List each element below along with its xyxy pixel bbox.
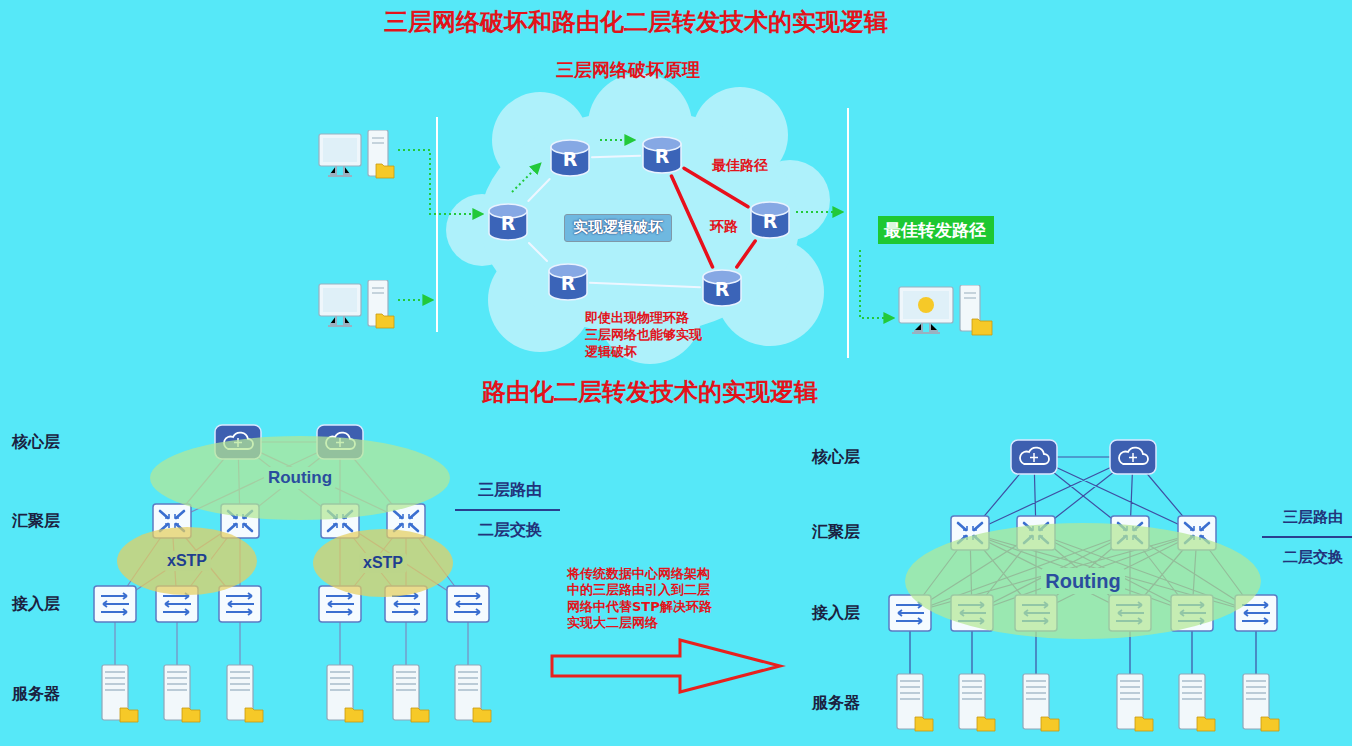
loop-link xyxy=(737,241,755,267)
node-text: R xyxy=(563,150,578,169)
zone-ellipse: Routing xyxy=(150,436,450,520)
host-icons xyxy=(319,130,992,335)
zone-fill xyxy=(905,523,1261,639)
router-node: R xyxy=(548,137,592,179)
router-node: R xyxy=(748,199,792,241)
callout-note: 将传统数据中心网络架构中的三层路由引入到二层网络中代替STP解决环路实现大二层网… xyxy=(567,566,717,631)
layer-label: 核心层 xyxy=(812,447,860,468)
router-link xyxy=(529,243,547,261)
layer-label: 汇聚层 xyxy=(12,511,60,532)
router-node: R xyxy=(486,201,530,243)
boundary-label: 二层交换 xyxy=(478,520,542,541)
router-node: R xyxy=(640,134,684,176)
layer-label: 接入层 xyxy=(12,594,60,615)
boundary-label: 二层交换 xyxy=(1283,548,1343,567)
boundary-label: 三层路由 xyxy=(1283,508,1343,527)
node-text: 实现逻辑破坏 xyxy=(573,218,663,238)
loop-link xyxy=(671,176,712,267)
zone-fill xyxy=(117,527,257,595)
node-text: Routing xyxy=(1041,568,1125,594)
zone-fill xyxy=(313,529,453,597)
node-text: Routing xyxy=(264,467,336,489)
layer-label: 服务器 xyxy=(12,684,60,705)
node-text: 最佳转发路径 xyxy=(884,219,988,241)
best-path-arrows xyxy=(398,140,893,318)
zone-fill xyxy=(150,436,450,520)
layer-label: 汇聚层 xyxy=(812,522,860,543)
zone-ellipse: xSTP xyxy=(313,529,453,597)
section-heading: 三层网络破坏原理 xyxy=(556,58,700,82)
layer-divider xyxy=(455,509,560,511)
node-text: xSTP xyxy=(359,553,407,574)
layer-divider xyxy=(1262,536,1352,538)
node-text: R xyxy=(501,214,516,233)
callout-note: 即使出现物理环路 三层网络也能够实现逻辑破坏 xyxy=(585,310,704,361)
layer-label: 核心层 xyxy=(12,432,60,453)
transition-arrow xyxy=(552,640,780,692)
router-link xyxy=(592,156,640,158)
process-box: 实现逻辑破坏 xyxy=(564,214,672,242)
left-topology-icons xyxy=(94,425,491,722)
node-text: xSTP xyxy=(163,551,211,572)
right-topology-icons xyxy=(889,440,1279,731)
cloud xyxy=(446,73,830,364)
diagram-title: 三层网络破坏和路由化二层转发技术的实现逻辑 xyxy=(384,6,888,38)
node-text: R xyxy=(763,212,778,231)
result-badge: 最佳转发路径 xyxy=(878,216,994,244)
loop-note: 环路 xyxy=(710,218,738,236)
router-link xyxy=(528,179,549,201)
router-link xyxy=(590,283,700,287)
zone-ellipse: Routing xyxy=(905,523,1261,639)
router-node: R xyxy=(546,261,590,303)
node-text: R xyxy=(561,274,576,293)
path-note: 最佳路径 xyxy=(712,157,768,175)
loop-link xyxy=(684,168,748,207)
router-node: R xyxy=(700,267,744,309)
zone-ellipse: xSTP xyxy=(117,527,257,595)
layer-label: 接入层 xyxy=(812,603,860,624)
boundary-label: 三层路由 xyxy=(478,480,542,501)
section-heading: 路由化二层转发技术的实现逻辑 xyxy=(482,376,818,408)
node-text: R xyxy=(655,147,670,166)
node-text: R xyxy=(715,280,730,299)
layer-label: 服务器 xyxy=(812,693,860,714)
